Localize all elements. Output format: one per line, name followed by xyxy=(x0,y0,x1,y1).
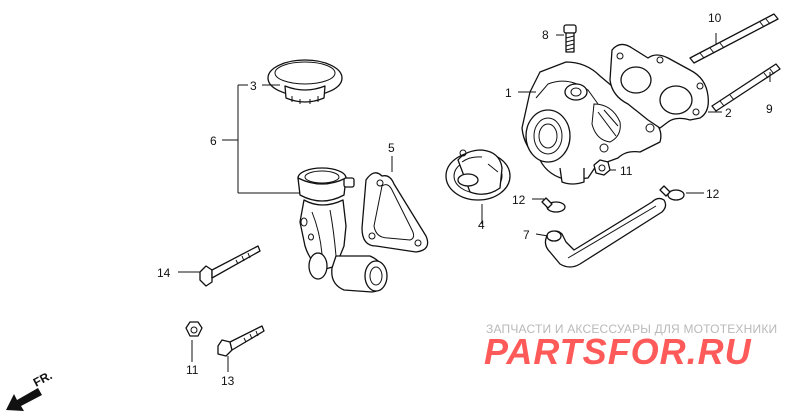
part-housing-gasket xyxy=(609,43,709,129)
callout-9: 9 xyxy=(766,102,773,116)
part-flange-nut-upper xyxy=(593,159,611,176)
part-hose-clamp-right xyxy=(659,185,685,201)
callout-4: 4 xyxy=(478,218,485,232)
part-hose-clamp-left xyxy=(541,197,566,213)
part-bypass-hose xyxy=(544,197,667,268)
watermark-caption: ЗАПЧАСТИ И АКСЕССУАРЫ ДЛЯ МОТОТЕХНИКИ xyxy=(486,322,777,336)
callout-14: 14 xyxy=(157,266,171,280)
callout-8: 8 xyxy=(542,28,549,42)
callout-12-left: 12 xyxy=(512,193,526,207)
callout-6: 6 xyxy=(210,134,217,148)
part-filler-neck xyxy=(297,167,388,293)
part-flange-bolt-short xyxy=(217,325,265,357)
callout-7: 7 xyxy=(523,228,530,242)
part-thermostat-housing xyxy=(521,61,662,185)
part-flange-bolt-long xyxy=(199,245,261,287)
part-flange-nut-lower xyxy=(185,321,203,337)
callout-11-upper: 11 xyxy=(620,164,633,178)
part-thermostat xyxy=(445,149,511,201)
callout-10: 10 xyxy=(708,11,722,25)
callout-1: 1 xyxy=(505,86,512,100)
front-direction-indicator: FR. xyxy=(6,368,54,411)
front-arrow-icon xyxy=(6,388,42,411)
callout-13: 13 xyxy=(221,374,235,388)
part-stud xyxy=(711,63,781,112)
part-bleed-bolt xyxy=(563,24,577,53)
callout-12-right: 12 xyxy=(706,187,720,201)
part-radiator-cap xyxy=(267,59,343,104)
watermark: ЗАПЧАСТИ И АКСЕССУАРЫ ДЛЯ МОТОТЕХНИКИ PA… xyxy=(484,322,777,372)
callout-5: 5 xyxy=(388,141,395,155)
front-label: FR. xyxy=(31,368,55,389)
leader-lines xyxy=(178,33,771,372)
part-stud-long xyxy=(689,13,779,64)
callout-11-lower: 11 xyxy=(186,363,199,377)
callout-3: 3 xyxy=(250,79,257,93)
watermark-brand: PARTSFOR.RU xyxy=(484,331,752,372)
part-gasket xyxy=(361,172,429,253)
callout-2: 2 xyxy=(725,106,732,120)
